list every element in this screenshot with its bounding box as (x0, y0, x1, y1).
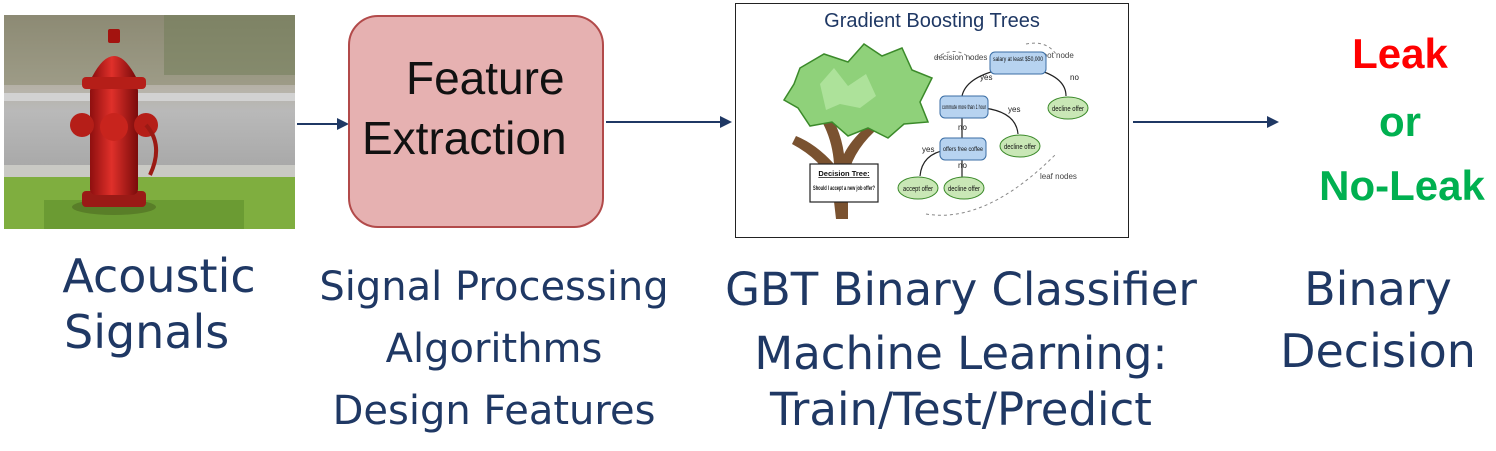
edge-no-3: no (958, 161, 967, 170)
caption-design-features: Design Features (332, 388, 656, 434)
arrow-to-feature (297, 118, 349, 130)
leaf-accept: accept offer (903, 186, 934, 193)
feature-box-line1: Feature (406, 52, 565, 104)
caption-gbt-classifier: GBT Binary Classifier (725, 263, 1197, 316)
leaf-nodes-label: leaf nodes (1040, 172, 1077, 181)
gbt-panel-title: Gradient Boosting Trees (824, 10, 1040, 32)
caption-decision: Decision (1280, 324, 1476, 378)
edge-no-2: no (958, 123, 967, 132)
caption-binary: Binary (1304, 262, 1452, 316)
caption-algorithms: Algorithms (385, 326, 603, 372)
binary-decision-caption: Binary Decision (1266, 258, 1490, 382)
node-salary: salary at least $50,000 (993, 56, 1043, 63)
edge-no-1: no (1070, 73, 1079, 82)
node-coffee: offers free coffee (943, 146, 983, 153)
caption-signals: Signals (64, 305, 230, 359)
tree-illustration (782, 43, 934, 219)
node-commute: commute more than 1 hour (942, 104, 986, 111)
arrow-to-output (1133, 116, 1279, 128)
sign-title: Decision Tree: (818, 169, 869, 178)
arrow-to-model (606, 116, 732, 128)
feature-box-line2: Extraction (362, 112, 567, 164)
edge-yes-2: yes (1008, 105, 1020, 114)
sign-text: Should I accept a new job offer? (813, 185, 875, 192)
leak-label: Leak (1352, 30, 1448, 77)
or-label: or (1379, 98, 1421, 145)
leaf-decline-bottom: decline offer (948, 186, 981, 193)
leaf-decline-mid: decline offer (1004, 144, 1037, 151)
leaf-decline-top: decline offer (1052, 106, 1085, 113)
caption-acoustic: Acoustic (62, 249, 256, 303)
no-leak-label: No-Leak (1319, 162, 1485, 209)
fire-hydrant-image (4, 15, 295, 229)
caption-signal-processing: Signal Processing (319, 264, 669, 310)
acoustic-signals-caption: Acoustic Signals (4, 248, 314, 360)
caption-train-test-predict: Train/Test/Predict (770, 383, 1152, 436)
decision-nodes-label: decision nodes (934, 53, 987, 62)
caption-machine-learning: Machine Learning: (754, 327, 1168, 380)
decision-tree-sign (809, 163, 879, 203)
root-node-label: root node (1040, 51, 1074, 60)
gbt-caption: GBT Binary Classifier Machine Learning: … (716, 258, 1206, 442)
edge-yes-3: yes (922, 145, 934, 154)
signal-processing-caption: Signal Processing Algorithms Design Feat… (308, 256, 680, 442)
feature-extraction-box: Feature Extraction (348, 15, 604, 228)
edge-yes-1: yes (980, 73, 992, 82)
gbt-diagram-panel: Gradient Boosting Trees decision nodes r… (735, 3, 1129, 238)
